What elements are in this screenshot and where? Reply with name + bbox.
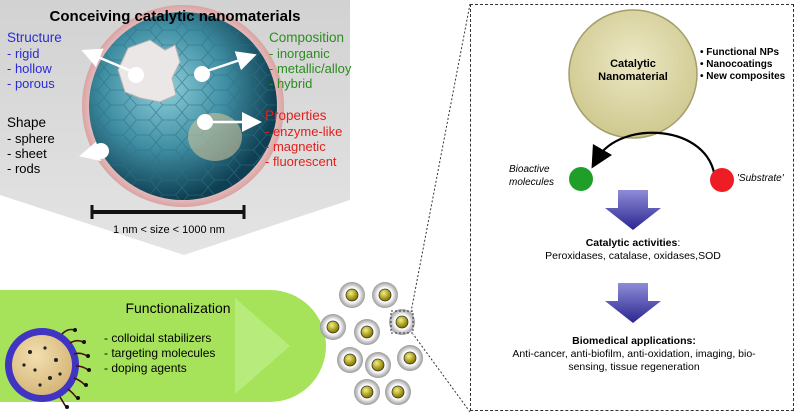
- functionalization-item: - targeting molecules: [104, 346, 216, 360]
- composition-group: Composition - inorganic - metallic/alloy…: [269, 30, 351, 91]
- bullet-text: Nanocoatings: [706, 59, 773, 70]
- particle-core: [360, 385, 374, 399]
- structure-heading: Structure: [7, 30, 62, 45]
- properties-item: - enzyme-like: [265, 124, 343, 139]
- structure-item: - hollow: [7, 61, 52, 76]
- structure-item: - porous: [7, 76, 55, 91]
- catalysis-cycle-arrow: [591, 131, 717, 180]
- functionalization-item: - doping agents: [104, 361, 187, 375]
- activities-heading-row: Catalytic activities:: [585, 237, 681, 249]
- bullet-text: Functional NPs: [706, 47, 780, 58]
- shape-item: - sheet: [7, 146, 47, 161]
- bullet-item: • New composites: [700, 71, 786, 82]
- particle-core: [345, 288, 359, 302]
- concept-panel: [0, 0, 350, 255]
- particle-core: [395, 315, 409, 329]
- functionalization-panel: [0, 290, 326, 409]
- functionalization-list: - colloidal stabilizers - targeting mole…: [104, 331, 215, 376]
- particle-core: [343, 353, 357, 367]
- catalytic-activities: Catalytic activities: Peroxidases, catal…: [480, 237, 786, 263]
- down-arrow-1: [605, 190, 661, 230]
- catalytic-nanomaterial-sphere: [568, 9, 698, 139]
- catalytic-label-line: Nanomaterial: [598, 71, 668, 83]
- composition-heading: Composition: [269, 30, 345, 45]
- catalytic-label: Catalytic Nanomaterial: [573, 58, 693, 84]
- detail-panel: [470, 4, 794, 411]
- catalytic-label-line: Catalytic: [610, 58, 656, 70]
- properties-item: - magnetic: [265, 139, 326, 154]
- bioactive-dot: [569, 167, 593, 191]
- particle-core: [378, 288, 392, 302]
- shape-item: - sphere: [7, 131, 55, 146]
- functionalization-item: - colloidal stabilizers: [104, 331, 212, 345]
- bullet-text: New composites: [706, 71, 786, 82]
- structure-item: - rigid: [7, 46, 40, 61]
- composition-item: - inorganic: [269, 46, 330, 61]
- bullet-item: • Nanocoatings: [700, 59, 773, 70]
- bullet-list: • Functional NPs • Nanocoatings • New co…: [700, 47, 785, 83]
- structure-dot: [128, 67, 144, 83]
- shape-item: - rods: [7, 161, 41, 176]
- size-label: 1 nm < size < 1000 nm: [113, 224, 225, 236]
- properties-dot: [197, 114, 213, 130]
- particle-core: [371, 358, 385, 372]
- composition-item: - hybrid: [269, 76, 313, 91]
- composition-dot: [194, 66, 210, 82]
- particle-core: [326, 320, 340, 334]
- down-arrow-2: [605, 283, 661, 323]
- bioactive-label-line: Bioactive: [509, 164, 550, 175]
- particle-cluster: [320, 282, 423, 405]
- porous-patch: [117, 39, 181, 103]
- catalysis-diagram: [568, 9, 734, 323]
- properties-group: Properties - enzyme-like - magnetic - fl…: [265, 108, 342, 169]
- particle-core: [360, 325, 374, 339]
- properties-heading: Properties: [265, 108, 327, 123]
- shape-heading: Shape: [7, 115, 47, 130]
- particle-core: [403, 351, 417, 365]
- substrate-dot: [710, 168, 734, 192]
- structure-group: Structure - rigid - hollow - porous: [7, 30, 62, 91]
- bullet-item: • Functional NPs: [700, 47, 780, 58]
- shape-group: Shape - sphere - sheet - rods: [7, 115, 55, 176]
- applications-text: sensing, tissue regeneration: [568, 361, 700, 373]
- particle-core: [391, 385, 405, 399]
- properties-item: - fluorescent: [265, 154, 337, 169]
- composition-item: - metallic/alloy: [269, 61, 352, 76]
- functionalization-heading: Functionalization: [125, 300, 231, 316]
- page-title: Conceiving catalytic nanomaterials: [49, 8, 301, 25]
- activities-text: Peroxidases, catalase, oxidases,SOD: [545, 250, 721, 262]
- substrate-label: 'Substrate': [737, 173, 784, 184]
- zoom-box: [390, 310, 414, 334]
- applications-text: Anti-cancer, anti-biofilm, anti-oxidatio…: [512, 348, 756, 360]
- activities-heading: Catalytic activities: [585, 237, 678, 249]
- applications-heading: Biomedical applications:: [572, 335, 696, 347]
- bioactive-label-line: molecules: [509, 177, 555, 188]
- bioactive-label: Bioactive molecules: [509, 163, 554, 189]
- biomedical-applications: Biomedical applications: Anti-cancer, an…: [476, 335, 792, 374]
